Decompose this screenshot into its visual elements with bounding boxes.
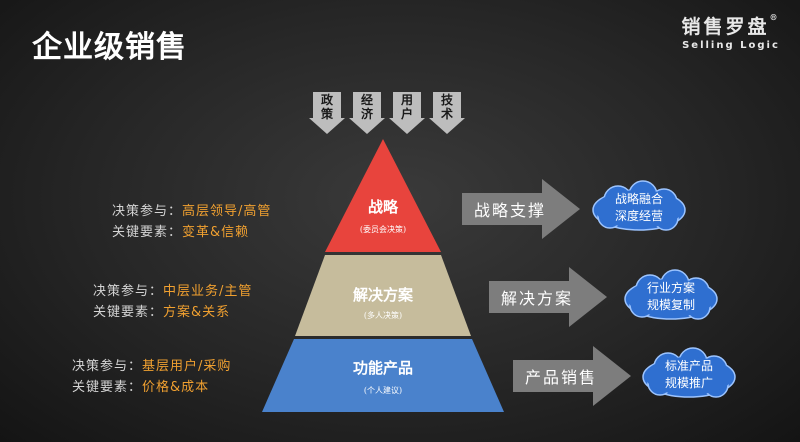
brand-logo: 销售罗盘® Selling Logic (676, 12, 786, 51)
arrow-solution: 解决方案 (489, 267, 607, 327)
decision-label: 决策参与： (93, 284, 164, 299)
key-value: 方案&关系 (163, 305, 231, 320)
decision-label: 决策参与： (72, 359, 143, 374)
cloud-text: 战略融合 深度经营 (588, 180, 690, 236)
factor-label: 用 户 (400, 93, 413, 121)
arrow-label: 解决方案 (501, 289, 574, 308)
cloud-product: 标准产品 规模推广 (638, 347, 740, 403)
key-label: 关键要素： (93, 305, 164, 320)
factor-technology: 技 术 (429, 92, 465, 134)
pyramid-label-strategy: 战略 (368, 198, 399, 216)
pyramid-label-solution: 解决方案 (353, 286, 414, 304)
cloud-line: 规模复制 (646, 298, 695, 312)
arrow-label: 产品销售 (525, 368, 598, 387)
cloud-line: 标准产品 (664, 359, 713, 373)
cloud-solution: 行业方案 规模复制 (620, 269, 722, 325)
page-title: 企业级销售 (32, 30, 187, 65)
logo-sub-text: Selling Logic (682, 40, 780, 51)
pyramid-bottom-product (262, 339, 504, 412)
key-label: 关键要素： (112, 225, 183, 240)
decision-value: 高层领导/高管 (182, 204, 272, 219)
pyramid-middle-solution (295, 255, 471, 336)
level-product-info: 决策参与：基层用户/采购 关键要素：价格&成本 (72, 356, 231, 398)
cloud-strategy: 战略融合 深度经营 (588, 180, 690, 236)
cloud-line: 行业方案 (646, 281, 695, 295)
logo-main-text: 销售罗盘® (681, 12, 781, 38)
key-value: 价格&成本 (142, 380, 210, 395)
pyramid-sub-solution: (多人决策) (364, 310, 402, 320)
arrow-product-sales: 产品销售 (513, 346, 631, 406)
cloud-line: 规模推广 (664, 376, 713, 390)
pyramid-sub-strategy: (委员会决策) (360, 224, 406, 234)
key-label: 关键要素： (72, 380, 143, 395)
pyramid-label-product: 功能产品 (353, 359, 413, 377)
arrow-label: 战略支撑 (474, 201, 547, 220)
level-strategy-info: 决策参与：高层领导/高管 关键要素：变革&信赖 (112, 201, 271, 243)
level-solution-info: 决策参与：中层业务/主管 关键要素：方案&关系 (93, 281, 252, 323)
factor-user: 用 户 (389, 92, 425, 134)
cloud-text: 行业方案 规模复制 (620, 269, 722, 325)
factor-policy: 政 策 (309, 92, 345, 134)
factor-label: 经 济 (360, 93, 373, 121)
cloud-text: 标准产品 规模推广 (638, 347, 740, 403)
cloud-line: 深度经营 (614, 209, 663, 223)
pyramid-sub-product: (个人建议) (364, 385, 402, 395)
factor-label: 政 策 (320, 93, 333, 121)
factor-label: 技 术 (440, 93, 453, 121)
decision-value: 中层业务/主管 (163, 284, 253, 299)
pyramid-top-strategy (325, 139, 441, 252)
key-value: 变革&信赖 (182, 225, 250, 240)
cloud-line: 战略融合 (614, 192, 663, 206)
decision-value: 基层用户/采购 (142, 359, 232, 374)
arrow-strategy-support: 战略支撑 (462, 179, 580, 239)
decision-label: 决策参与： (112, 204, 183, 219)
factor-economy: 经 济 (349, 92, 385, 134)
